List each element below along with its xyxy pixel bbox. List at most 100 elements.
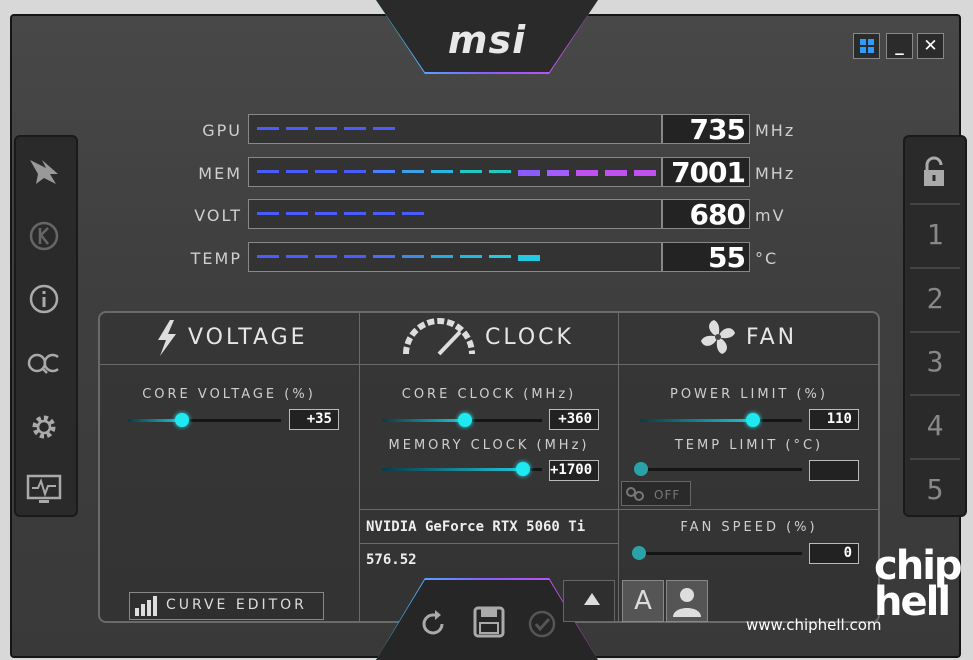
monitor-segment	[518, 255, 540, 261]
temp-monitor-bar	[248, 242, 662, 272]
close-button[interactable]: ✕	[917, 33, 944, 59]
monitor-segment	[518, 170, 540, 176]
volt-monitor-value: 680	[662, 199, 750, 230]
fan-icon	[698, 317, 738, 357]
k-boost-icon[interactable]	[22, 214, 66, 258]
volt-monitor-bar	[248, 199, 662, 229]
monitor-segment	[315, 212, 337, 215]
power-limit-value[interactable]: 110	[809, 409, 859, 430]
profile-5-button[interactable]: 5	[926, 473, 944, 506]
oc-scanner-icon[interactable]	[22, 341, 66, 385]
memory-clock-knob[interactable]	[516, 462, 530, 476]
monitor-segment	[286, 170, 308, 173]
monitor-segment	[489, 255, 511, 258]
volt-monitor-label: VOLT	[194, 206, 242, 225]
profile-2-button[interactable]: 2	[926, 282, 944, 315]
monitor-segment	[344, 212, 366, 215]
auto-mode-button[interactable]: A	[622, 580, 664, 622]
temp-limit-knob[interactable]	[634, 462, 648, 476]
profile-3-button[interactable]: 3	[926, 345, 944, 378]
mem-monitor-label: MEM	[198, 164, 242, 183]
watermark-url: www.chiphell.com	[746, 616, 882, 634]
fan-speed-value[interactable]: 0	[809, 543, 859, 564]
mem-monitor-bar	[248, 157, 662, 187]
chiphell-logo: chip hell	[874, 543, 963, 625]
monitor-segment	[373, 255, 395, 258]
link-icon	[624, 484, 646, 504]
windows-icon[interactable]	[853, 33, 880, 59]
monitor-segment	[373, 170, 395, 173]
monitor-segment	[344, 170, 366, 173]
monitor-segment	[547, 170, 569, 176]
minimize-button[interactable]: _	[886, 33, 913, 59]
fan-speed-track[interactable]	[640, 552, 802, 555]
curve-editor-button[interactable]	[129, 592, 324, 620]
temp-limit-label: TEMP LIMIT (°C)	[674, 438, 824, 453]
core-voltage-value[interactable]: +35	[289, 409, 339, 430]
control-panel	[98, 311, 880, 623]
temp-limit-track[interactable]	[640, 468, 802, 471]
chiphell-line1: chip	[874, 543, 963, 589]
mem-monitor-value: 7001	[662, 157, 750, 188]
chiphell-line2: hell	[874, 579, 951, 625]
core-clock-fill	[382, 419, 465, 422]
monitor-segment	[257, 127, 279, 130]
monitor-segment	[634, 170, 656, 176]
gpu-name: NVIDIA GeForce RTX 5060 Ti	[366, 519, 586, 535]
msi-dragon-icon[interactable]	[22, 150, 66, 194]
curve-editor-label: CURVE EDITOR	[166, 597, 307, 613]
settings-icon[interactable]	[22, 405, 66, 449]
monitor-segment	[576, 170, 598, 176]
info-icon[interactable]	[22, 277, 66, 321]
gpu-monitor-bar	[248, 114, 662, 144]
monitor-segment	[315, 127, 337, 130]
save-icon[interactable]	[472, 605, 506, 639]
core-clock-knob[interactable]	[458, 413, 472, 427]
expand-button[interactable]	[563, 580, 615, 622]
right-sidebar	[903, 135, 967, 517]
core-voltage-fill	[128, 419, 182, 422]
user-icon[interactable]	[666, 580, 708, 622]
monitor-segment	[373, 127, 395, 130]
lock-icon[interactable]	[918, 154, 950, 190]
monitor-segment	[344, 255, 366, 258]
monitor-segment	[286, 255, 308, 258]
left-sidebar	[14, 135, 78, 517]
volt-monitor-unit: mV	[755, 206, 786, 225]
profile-4-button[interactable]: 4	[926, 409, 944, 442]
link-toggle[interactable]	[621, 481, 691, 506]
fan-title: FAN	[746, 325, 798, 350]
core-clock-label: CORE CLOCK (MHz)	[401, 387, 577, 402]
monitor-segment	[315, 170, 337, 173]
monitor-segment	[373, 212, 395, 215]
reset-icon[interactable]	[418, 608, 450, 640]
memory-clock-value[interactable]: +1700	[549, 460, 599, 481]
profile-separator	[910, 331, 960, 333]
power-limit-knob[interactable]	[746, 413, 760, 427]
monitor-segment	[257, 255, 279, 258]
power-limit-fill	[640, 419, 753, 422]
monitor-segment	[286, 212, 308, 215]
apply-icon[interactable]	[526, 608, 558, 640]
core-voltage-track[interactable]	[128, 419, 281, 422]
core-voltage-label: CORE VOLTAGE (%)	[142, 387, 316, 402]
monitor-segment	[431, 255, 453, 258]
divider	[360, 543, 618, 544]
temp-limit-value[interactable]	[809, 460, 859, 481]
core-clock-value[interactable]: +360	[549, 409, 599, 430]
temp-monitor-unit: °C	[755, 249, 779, 268]
profile-separator	[910, 394, 960, 396]
profile-separator	[910, 267, 960, 269]
profile-1-button[interactable]: 1	[926, 218, 944, 251]
fan-speed-knob[interactable]	[632, 546, 646, 560]
power-limit-label: POWER LIMIT (%)	[669, 387, 828, 402]
monitor-segment	[286, 127, 308, 130]
core-voltage-knob[interactable]	[175, 413, 189, 427]
monitor-segment	[344, 127, 366, 130]
monitor-segment	[257, 212, 279, 215]
monitor-segment	[489, 170, 511, 173]
monitor-icon[interactable]	[22, 468, 66, 512]
clock-title: CLOCK	[485, 325, 574, 350]
divider	[618, 313, 619, 621]
divider	[100, 364, 878, 365]
